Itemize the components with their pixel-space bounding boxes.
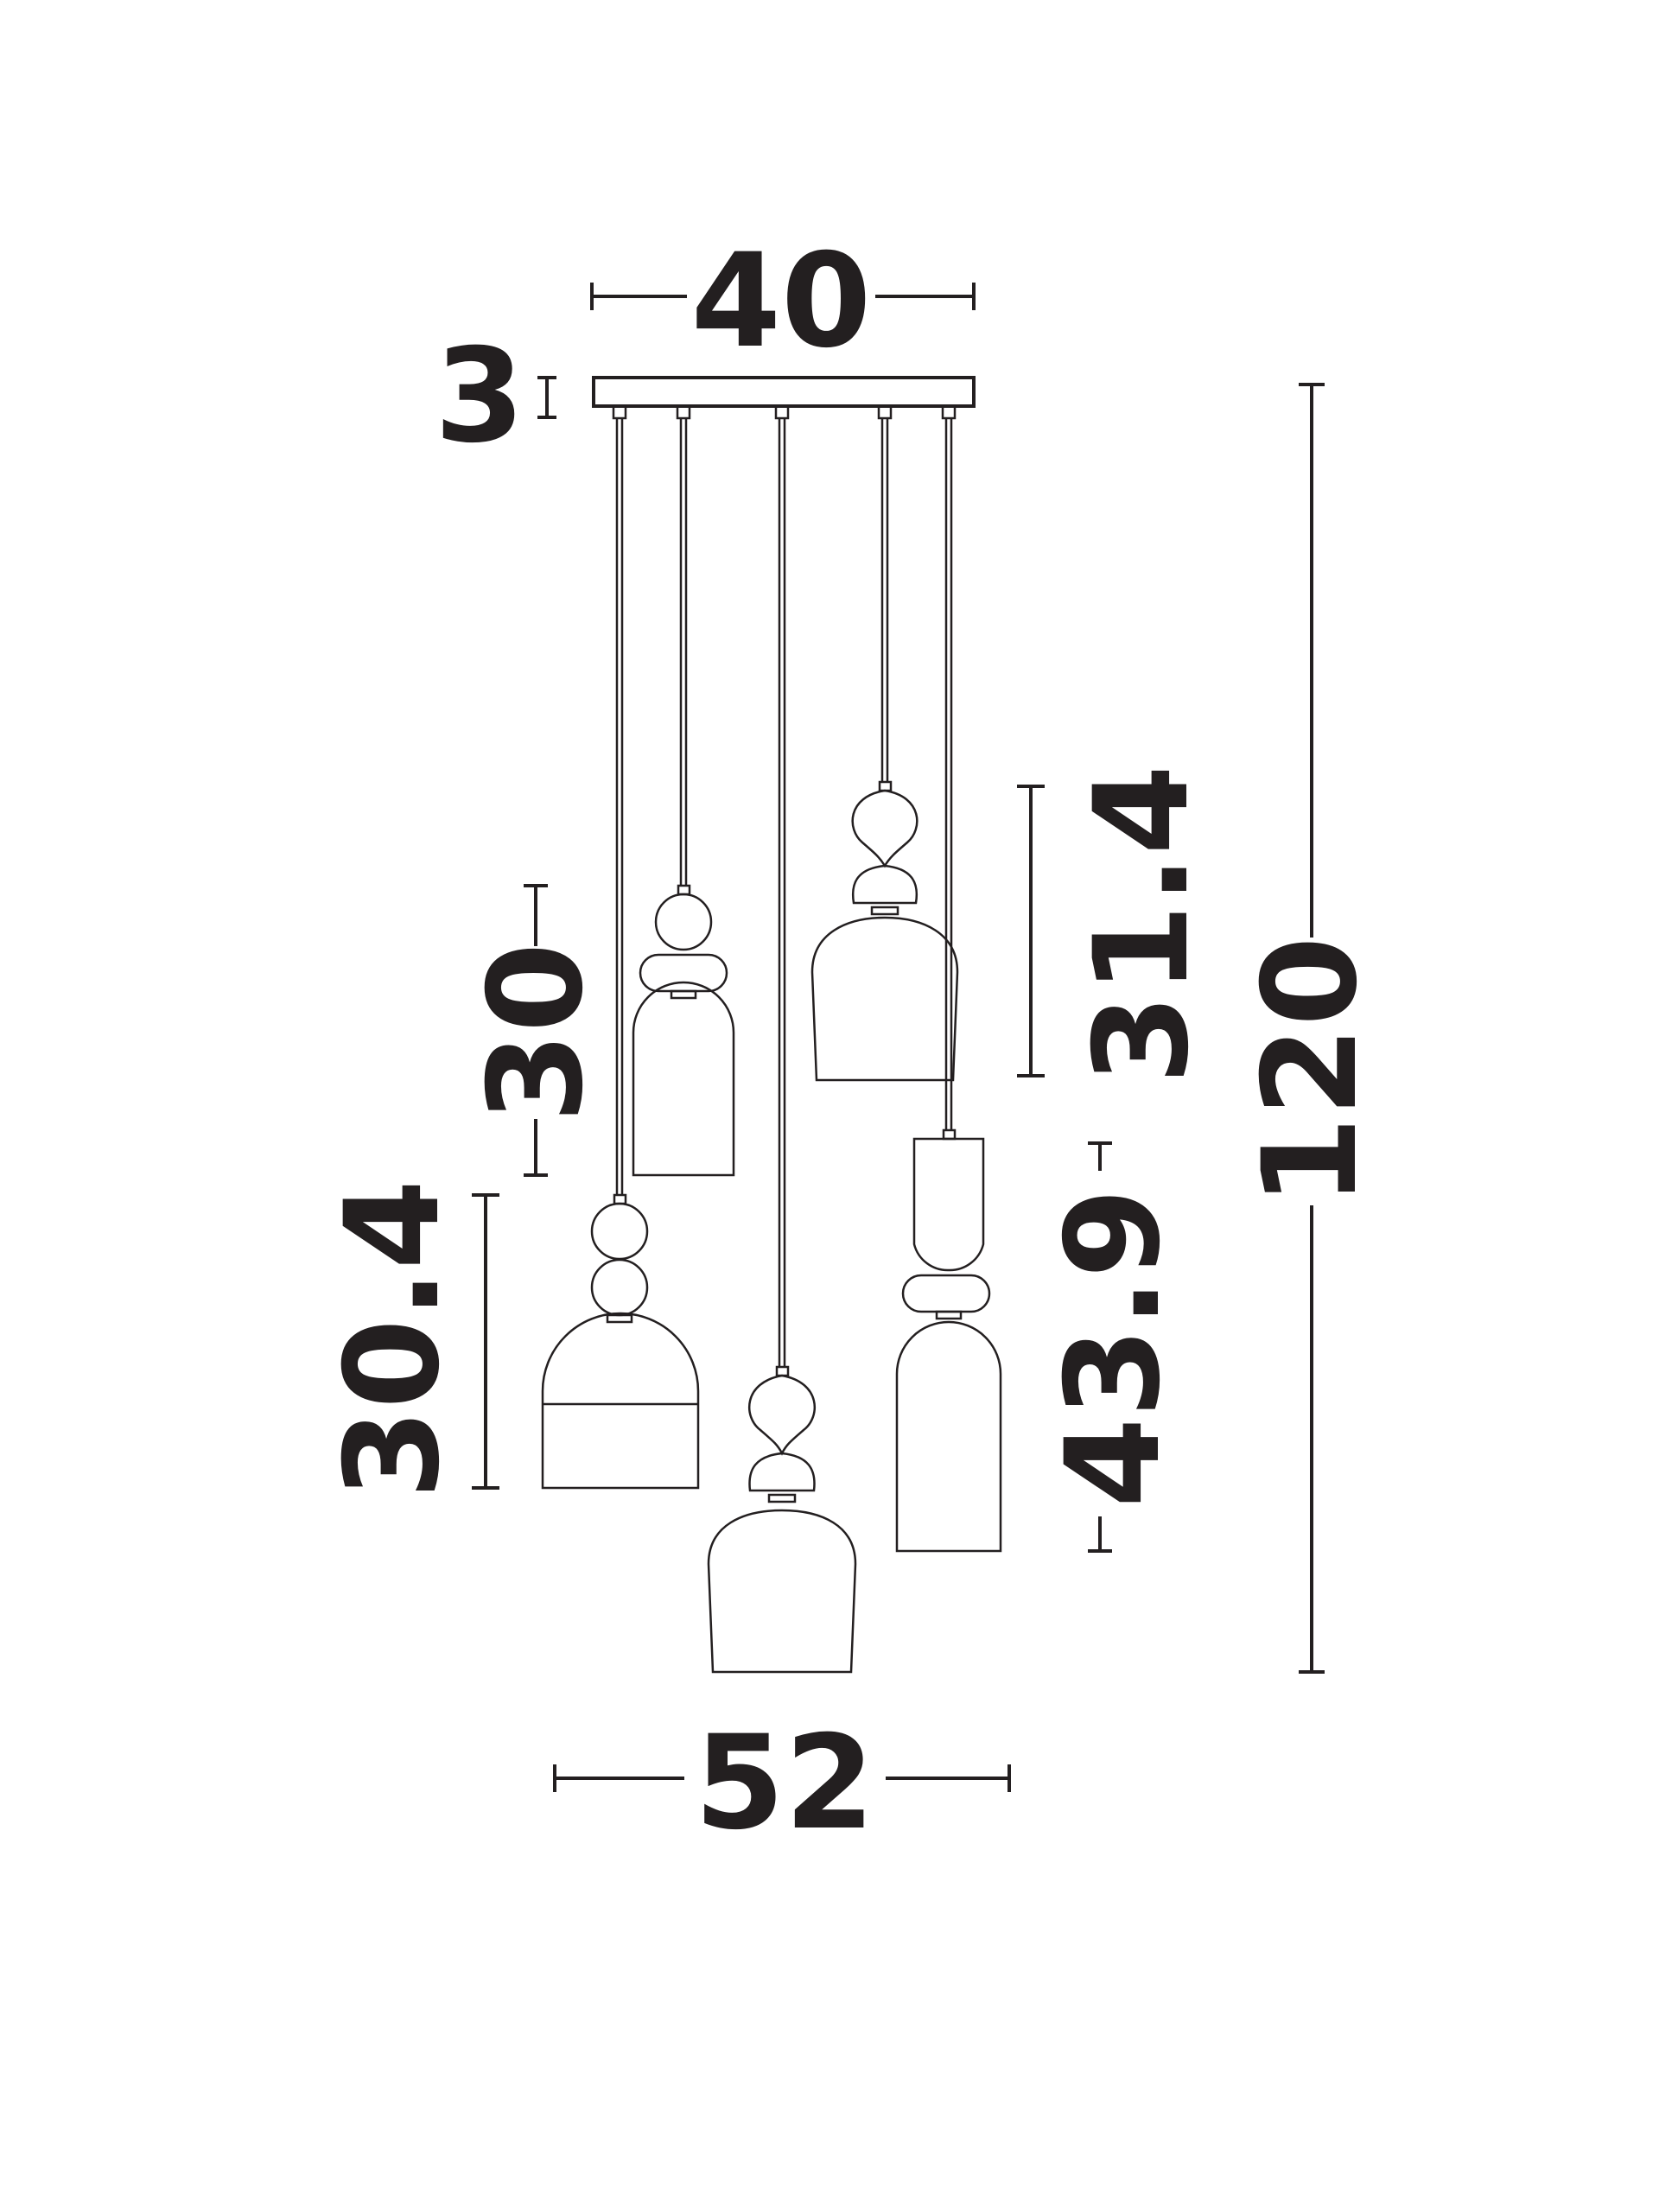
- right-lower-label: 43.9: [1039, 1188, 1189, 1508]
- pendant-left-dome: [541, 1193, 700, 1490]
- ceiling-canopy: [592, 376, 976, 420]
- pendant-upper-right-bell: [810, 780, 959, 1082]
- canopy-height-dimension: 3: [435, 321, 556, 472]
- canopy-height-label: 3: [435, 321, 524, 472]
- right-upper-dimension: 31.4: [1017, 765, 1217, 1084]
- bottom-width-label: 52: [695, 1708, 875, 1859]
- right-upper-label: 31.4: [1067, 765, 1217, 1084]
- left-upper-dimension: 30: [461, 884, 612, 1177]
- suspension-cables: [615, 418, 953, 1367]
- top-width-dimension: 40: [590, 226, 976, 377]
- left-upper-label: 30: [461, 943, 612, 1123]
- total-height-label: 120: [1236, 936, 1386, 1206]
- top-width-label: 40: [691, 226, 872, 377]
- total-height-dimension: 120: [1236, 383, 1386, 1674]
- pendant-center-bell: [707, 1365, 857, 1674]
- left-lower-dimension: 30.4: [318, 1179, 499, 1499]
- right-lower-dimension: 43.9: [1039, 1141, 1189, 1553]
- left-lower-label: 30.4: [318, 1179, 468, 1499]
- bottom-width-dimension: 52: [553, 1708, 1011, 1859]
- pendant-upper-left: [632, 884, 735, 1177]
- pendant-right-tall: [895, 1128, 1002, 1553]
